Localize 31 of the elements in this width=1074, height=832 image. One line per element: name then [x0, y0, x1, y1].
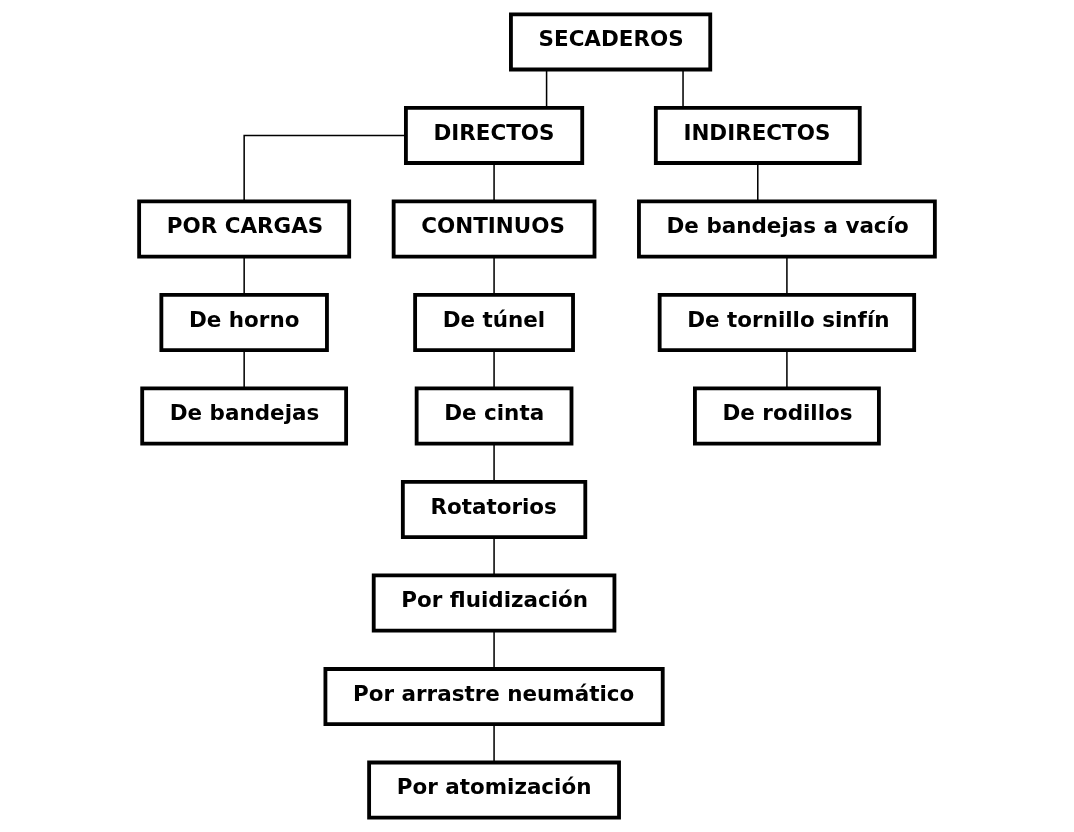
- connector: [493, 723, 495, 763]
- node-box: POR CARGAS: [137, 199, 352, 259]
- connector: [786, 256, 788, 296]
- node-box: Rotatorios: [400, 480, 588, 540]
- node-box: De horno: [159, 292, 329, 352]
- node-box: DIRECTOS: [404, 105, 585, 165]
- connector: [243, 134, 406, 202]
- connector: [786, 349, 788, 389]
- node-box: Por arrastre neumático: [323, 667, 665, 727]
- node-box: CONTINUOS: [391, 199, 597, 259]
- connector: [757, 162, 759, 202]
- node-box: SECADEROS: [509, 12, 713, 72]
- connector: [243, 256, 245, 296]
- node-box: Por fluidización: [371, 573, 617, 633]
- connector: [493, 162, 495, 202]
- connector: [493, 536, 495, 576]
- connector: [545, 69, 548, 109]
- node-box: Por atomización: [367, 760, 621, 820]
- connector: [243, 349, 245, 389]
- node-box: De túnel: [413, 292, 575, 352]
- node-box: De bandejas: [140, 386, 349, 446]
- node-box: INDIRECTOS: [653, 105, 862, 165]
- connector: [493, 443, 495, 483]
- connector: [493, 349, 495, 389]
- connector: [493, 256, 495, 296]
- node-box: De cinta: [414, 386, 574, 446]
- node-box: De tornillo sinfín: [657, 292, 917, 352]
- connector: [682, 69, 684, 109]
- connector: [493, 630, 495, 670]
- node-box: De bandejas a vacío: [637, 199, 937, 259]
- node-box: De rodillos: [693, 386, 881, 446]
